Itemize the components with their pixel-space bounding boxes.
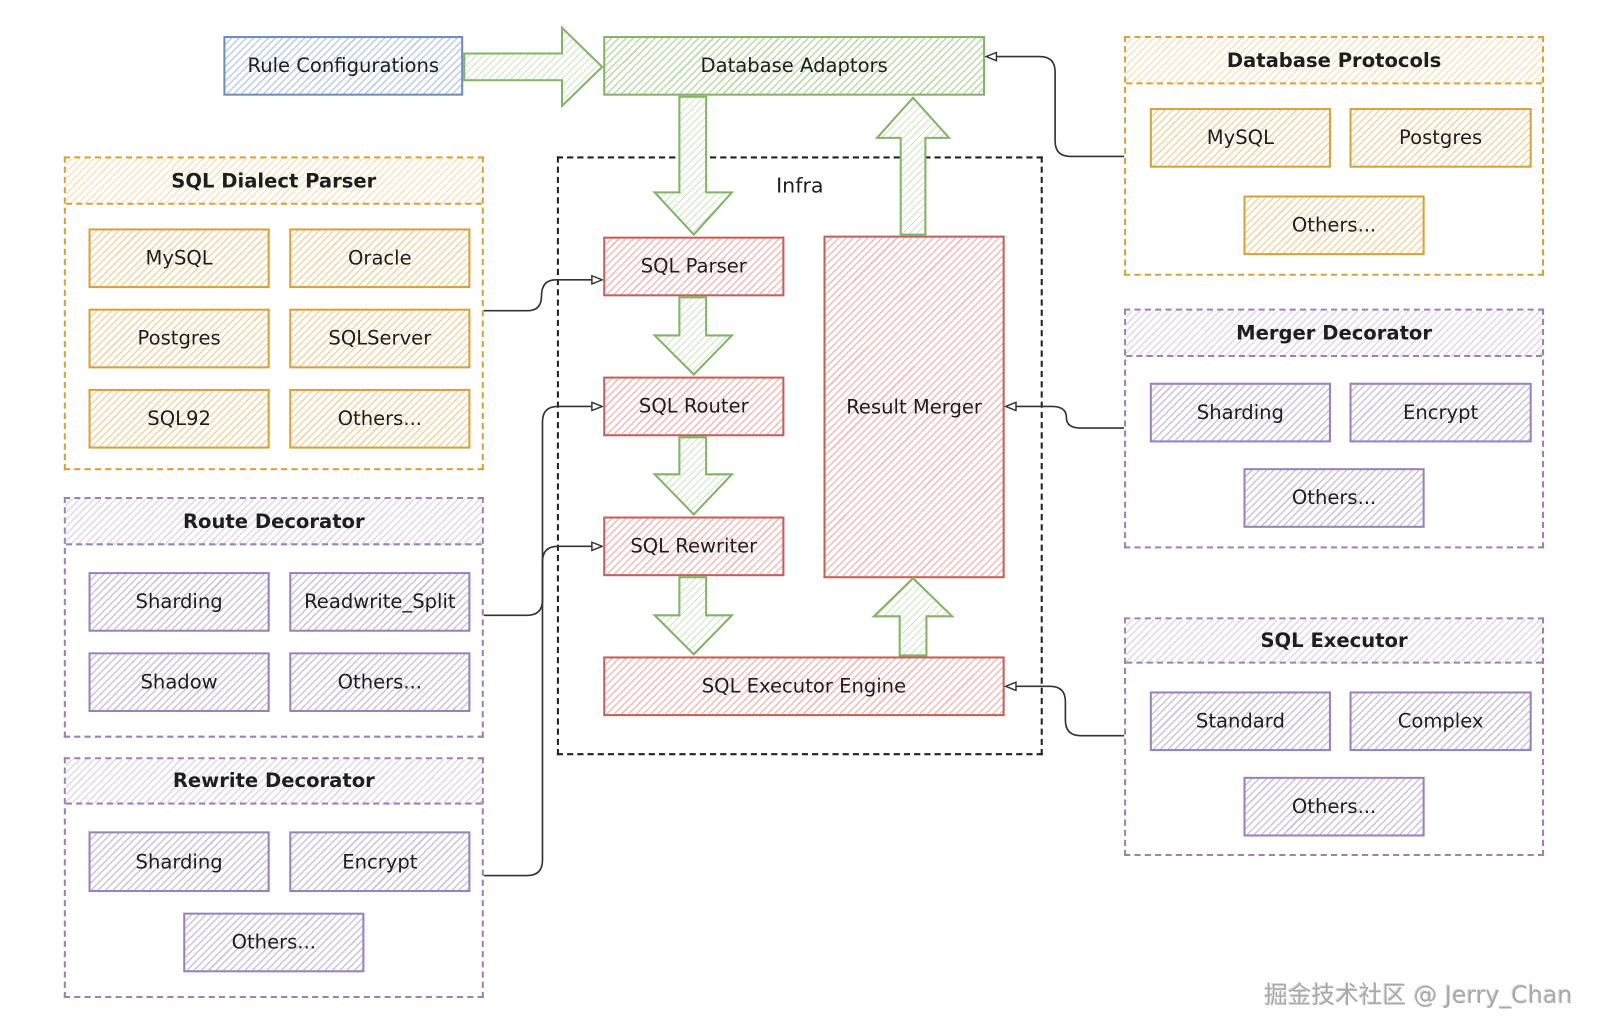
sql-parser-node: SQL Parser — [603, 236, 785, 297]
merger-item-others: Others... — [1243, 468, 1425, 528]
item-label: MySQL — [145, 246, 213, 270]
item-label: Sharding — [1196, 401, 1284, 424]
dialect-item-others: Others... — [289, 388, 471, 449]
rewrite-decorator-title: Rewrite Decorator — [65, 759, 482, 805]
item-label: Others... — [1291, 795, 1377, 818]
sql-router-node: SQL Router — [603, 376, 785, 437]
route-item-sharding: Sharding — [88, 572, 270, 632]
sql-router-label: SQL Router — [638, 395, 749, 418]
item-label: Postgres — [137, 327, 221, 350]
item-label: Encrypt — [342, 850, 418, 874]
database-protocols-title: Database Protocols — [1126, 38, 1542, 85]
sql-executor-engine-node: SQL Executor Engine — [603, 656, 1005, 717]
route-decorator-title: Route Decorator — [65, 499, 482, 546]
protocol-item-mysql: MySQL — [1149, 108, 1331, 168]
item-label: MySQL — [1206, 126, 1274, 150]
database-adaptors-node: Database Adaptors — [603, 36, 986, 96]
item-label: Shadow — [140, 670, 218, 694]
rule-configurations-label: Rule Configurations — [247, 54, 440, 78]
sql-executor-title: SQL Executor — [1126, 619, 1542, 664]
item-label: Readwrite_Split — [304, 590, 456, 614]
item-label: Oracle — [348, 246, 412, 270]
item-label: Others... — [337, 670, 423, 694]
rewrite-item-others: Others... — [183, 912, 365, 973]
result-merger-node: Result Merger — [823, 235, 1005, 579]
sql-rewriter-node: SQL Rewriter — [603, 516, 785, 577]
result-merger-label: Result Merger — [846, 395, 982, 419]
sql-rewriter-label: SQL Rewriter — [630, 535, 758, 558]
route-item-readwrite-split: Readwrite_Split — [289, 572, 471, 632]
sql-executor-engine-label: SQL Executor Engine — [701, 674, 907, 698]
infra-label: Infra — [776, 172, 824, 198]
dialect-item-mysql: MySQL — [88, 228, 270, 289]
executor-item-complex: Complex — [1349, 691, 1532, 752]
item-label: Sharding — [135, 850, 223, 874]
arrow-rule-to-adaptors — [463, 25, 604, 109]
item-label: Others... — [1291, 486, 1377, 510]
item-label: SQL92 — [147, 407, 211, 431]
item-label: Others... — [337, 407, 423, 431]
dialect-item-oracle: Oracle — [289, 228, 471, 289]
item-label: Encrypt — [1402, 401, 1479, 424]
rule-configurations-node: Rule Configurations — [223, 36, 464, 96]
rewrite-item-sharding: Sharding — [88, 831, 270, 893]
rewrite-item-encrypt: Encrypt — [289, 831, 471, 893]
route-item-shadow: Shadow — [88, 652, 270, 713]
dialect-item-sql92: SQL92 — [88, 388, 270, 449]
dialect-item-postgres: Postgres — [88, 308, 270, 369]
watermark: 掘金技术社区 @ Jerry_Chan — [1264, 982, 1573, 1010]
executor-item-others: Others... — [1243, 776, 1425, 837]
route-item-others: Others... — [289, 652, 471, 713]
item-label: Complex — [1397, 709, 1484, 733]
sql-dialect-parser-title: SQL Dialect Parser — [65, 158, 482, 205]
merger-item-sharding: Sharding — [1149, 382, 1331, 443]
connector-protocols-to-adaptors — [986, 57, 1125, 158]
protocol-item-postgres: Postgres — [1349, 108, 1532, 168]
executor-item-standard: Standard — [1149, 691, 1331, 752]
item-label: Standard — [1195, 709, 1285, 733]
dialect-item-sqlserver: SQLServer — [289, 308, 471, 369]
item-label: Others... — [1291, 214, 1377, 237]
item-label: Postgres — [1399, 126, 1483, 150]
sql-parser-label: SQL Parser — [640, 255, 747, 278]
protocol-item-others: Others... — [1243, 195, 1425, 256]
item-label: SQLServer — [328, 327, 432, 350]
item-label: Others... — [231, 931, 317, 954]
item-label: Sharding — [135, 590, 223, 614]
merger-item-encrypt: Encrypt — [1349, 382, 1532, 443]
merger-decorator-title: Merger Decorator — [1126, 310, 1542, 358]
database-adaptors-label: Database Adaptors — [700, 54, 888, 78]
